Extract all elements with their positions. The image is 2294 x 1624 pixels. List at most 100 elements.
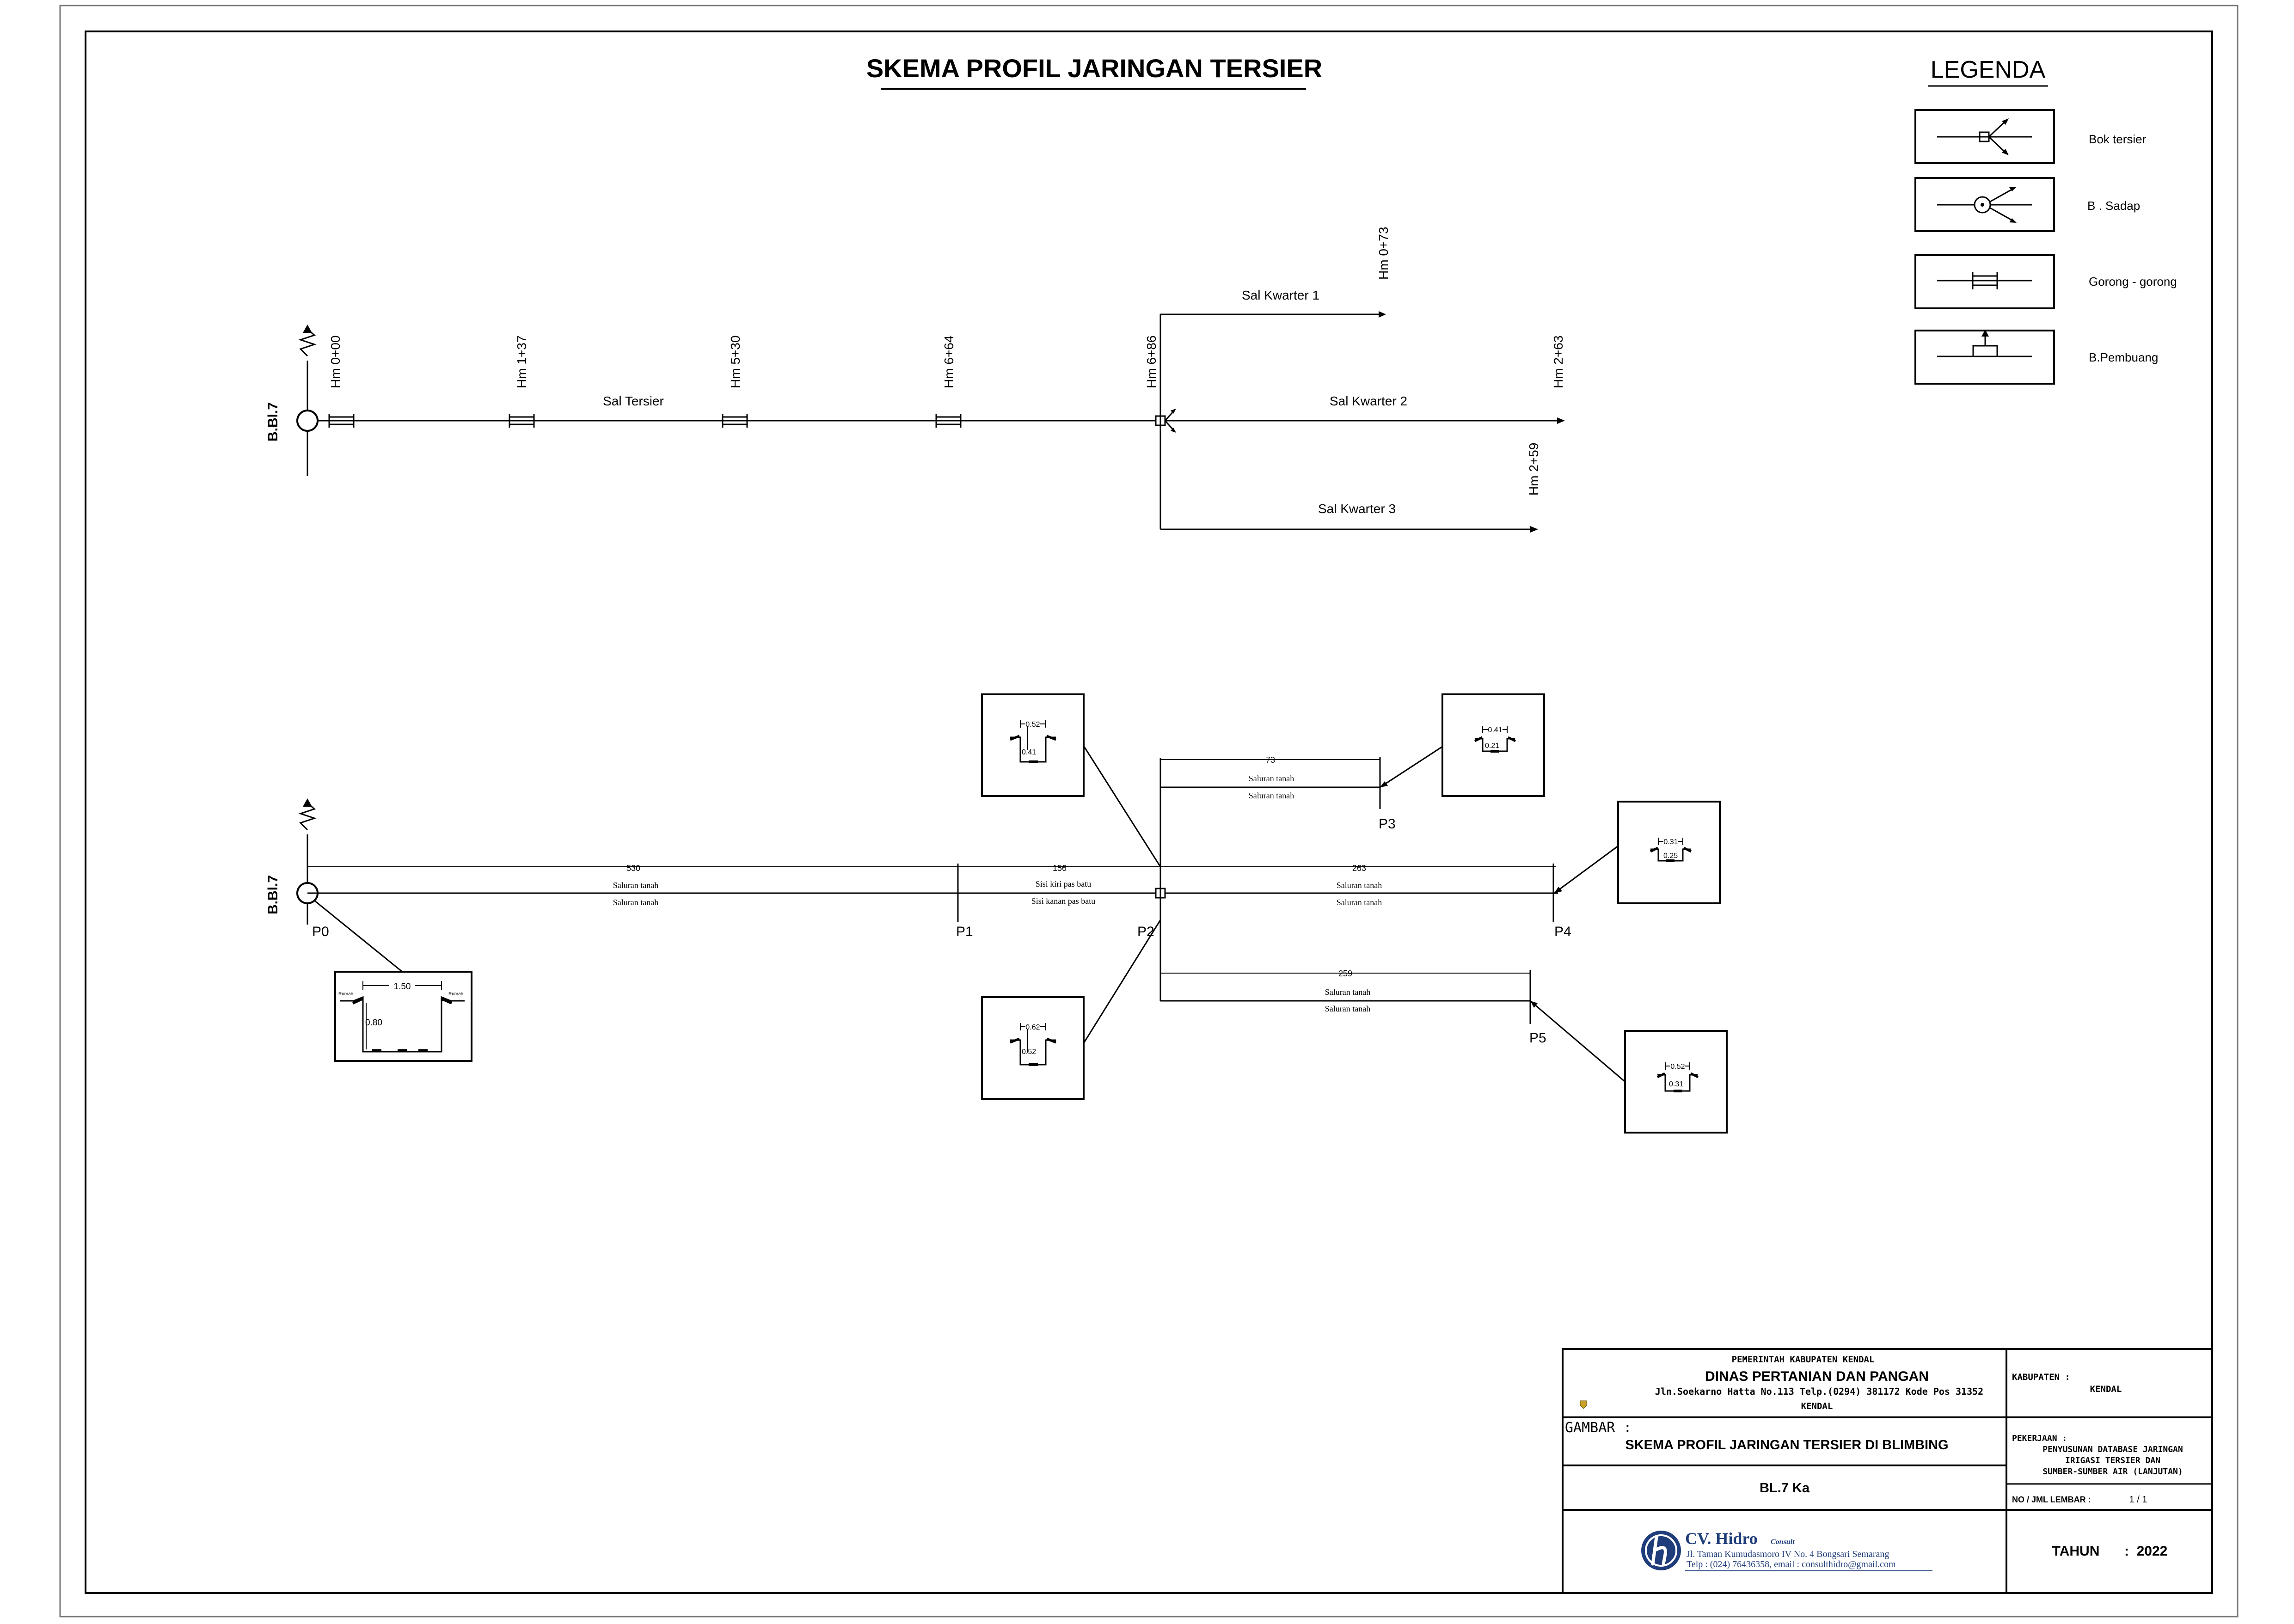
section-width: 0.31 [1663, 838, 1678, 846]
branch-end-station: Hm 2+63 [1551, 336, 1565, 388]
gorong-gorong-icon [328, 414, 355, 428]
profile-source-label: B.Bl.7 [265, 875, 281, 914]
section-width: 1.50 [394, 982, 411, 992]
cross-section-p5: 0.52 0.31 [1624, 1030, 1728, 1134]
section-depth: 0.21 [1485, 742, 1499, 750]
segment-right-lining: Saluran tanah [1249, 791, 1294, 800]
section-depth: 0.31 [1669, 1080, 1683, 1088]
point-label: P1 [956, 924, 973, 939]
station-label: Hm 0+00 [328, 336, 343, 388]
legend-label-gorong-gorong: Gorong - gorong [2089, 275, 2177, 288]
station-label: Hm 5+30 [728, 336, 742, 388]
section-side-label: Rumah [338, 992, 353, 997]
kabupaten-label: KABUPATEN : [2012, 1372, 2070, 1382]
year-label: TAHUN [2052, 1544, 2100, 1559]
section-side-label: Rumah [448, 992, 463, 997]
segment-length: 530 [626, 864, 640, 873]
segment-right-lining: Saluran tanah [1337, 898, 1382, 907]
company-suffix: Consult [1771, 1538, 1795, 1546]
pekerjaan-line: IRIGASI TERSIER DAN [2065, 1456, 2160, 1465]
station-label: Hm 6+64 [942, 336, 956, 388]
pekerjaan-line: PENYUSUNAN DATABASE JARINGAN [2043, 1445, 2183, 1454]
agency-address: Jln.Soekarno Hatta No.113 Telp.(0294) 38… [1655, 1386, 1983, 1397]
year-value: 2022 [2137, 1544, 2168, 1559]
bangunan-sadap-icon [1914, 177, 2055, 232]
segment-length: 259 [1338, 969, 1352, 978]
legend: LEGENDA Bok tersier B . Sadap [1914, 56, 2177, 385]
bangunan-sadap-source-icon [296, 325, 319, 476]
gambar-label: GAMBAR : [1565, 1420, 1632, 1436]
branch-end-station: Hm 0+73 [1376, 227, 1391, 280]
bangunan-pembuang-icon [1914, 330, 2055, 385]
drawing-code: BL.7 Ka [1760, 1481, 1810, 1495]
segment-right-lining: Sisi kanan pas batu [1031, 896, 1095, 906]
segment-right-lining: Saluran tanah [1325, 1004, 1370, 1013]
drawing-title: SKEMA PROFIL JARINGAN TERSIER [866, 54, 1322, 83]
pekerjaan-label: PEKERJAAN : [2012, 1434, 2067, 1443]
legend-label-b-pembuang: B.Pembuang [2089, 350, 2158, 364]
cross-section-p2-lower: 0.62 0.52 [981, 996, 1085, 1100]
cv-hidro-logo-icon [1641, 1531, 1681, 1570]
pekerjaan-line: SUMBER-SUMBER AIR (LANJUTAN) [2043, 1467, 2183, 1477]
legend-label-b-sadap: B . Sadap [2087, 199, 2140, 213]
section-width: 0.41 [1488, 726, 1502, 734]
point-label: P5 [1529, 1030, 1546, 1046]
section-depth: 0.80 [365, 1018, 382, 1028]
gorong-gorong-icon [509, 414, 535, 428]
schema-source-label: B.Bl.7 [265, 402, 281, 441]
bangunan-sadap-source-icon [296, 798, 319, 925]
segment-left-lining: Saluran tanah [613, 881, 658, 890]
segment-left-lining: Sisi kiri pas batu [1036, 879, 1092, 889]
year-separator: : [2124, 1544, 2129, 1559]
gorong-gorong-icon [1914, 254, 2055, 309]
section-width: 0.52 [1670, 1063, 1685, 1071]
bok-tersier-icon [1914, 109, 2055, 164]
station-label: Hm 6+86 [1144, 336, 1159, 388]
point-label: P3 [1379, 816, 1396, 832]
segment-left-lining: Saluran tanah [1325, 987, 1370, 997]
cross-section-p4: 0.31 0.25 [1617, 801, 1721, 904]
segment-right-lining: Saluran tanah [613, 898, 658, 907]
company-name: CV. Hidro [1685, 1529, 1758, 1548]
cross-section-p0: 1.50 0.80 Rumah Rumah [334, 971, 472, 1062]
company-contact: Telp : (024) 76436358, email : consulthi… [1687, 1559, 1896, 1569]
sheet-label: NO / JML LEMBAR : [2012, 1495, 2091, 1504]
section-depth: 0.25 [1663, 852, 1678, 860]
point-label: P4 [1554, 924, 1571, 939]
gorong-gorong-icon [722, 414, 748, 428]
legend-label-bok-tersier: Bok tersier [2089, 132, 2147, 146]
gambar-value: SKEMA PROFIL JARINGAN TERSIER DI BLIMBIN… [1625, 1438, 1948, 1452]
branch-label: Sal Kwarter 2 [1330, 394, 1407, 408]
branch-label: Sal Kwarter 3 [1318, 502, 1396, 516]
segment-length: 156 [1053, 864, 1067, 873]
outer-frame [59, 5, 2239, 1618]
branch-end-station: Hm 2+59 [1527, 443, 1541, 496]
section-depth: 0.41 [1022, 748, 1036, 756]
company-address: Jl. Taman Kumudasmoro IV No. 4 Bongsari … [1687, 1549, 1889, 1559]
kabupaten-seal-icon [1580, 1400, 1587, 1409]
point-label: P0 [312, 924, 329, 939]
branch-label: Sal Kwarter 1 [1242, 288, 1319, 302]
legend-title: LEGENDA [1931, 56, 2046, 83]
cross-section-p1: 0.52 0.41 [981, 693, 1085, 797]
segment-length: 73 [1266, 755, 1275, 765]
gorong-gorong-icon [935, 414, 962, 428]
segment-left-lining: Saluran tanah [1249, 774, 1294, 783]
segment-length: 263 [1352, 864, 1366, 873]
sheet-value: 1 / 1 [2129, 1495, 2147, 1505]
agency-name: DINAS PERTANIAN DAN PANGAN [1705, 1369, 1929, 1384]
kabupaten-value: KENDAL [2090, 1384, 2122, 1394]
main-channel-label: Sal Tersier [603, 394, 664, 408]
section-width: 0.52 [1025, 721, 1040, 729]
section-depth: 0.52 [1022, 1048, 1036, 1056]
agency-city: KENDAL [1801, 1401, 1833, 1411]
point-label: P2 [1137, 924, 1154, 939]
section-width: 0.62 [1025, 1023, 1040, 1031]
station-label: Hm 1+37 [515, 336, 529, 388]
government-name: PEMERINTAH KABUPATEN KENDAL [1732, 1354, 1875, 1365]
tertiary-network-schema: B.Bl.7 Sal Tersier Hm 0+00 Hm 1+37 Hm 5+… [265, 227, 1565, 533]
inner-frame [85, 31, 2213, 1594]
title-block: PEMERINTAH KABUPATEN KENDAL DINAS PERTAN… [1562, 1348, 2213, 1594]
